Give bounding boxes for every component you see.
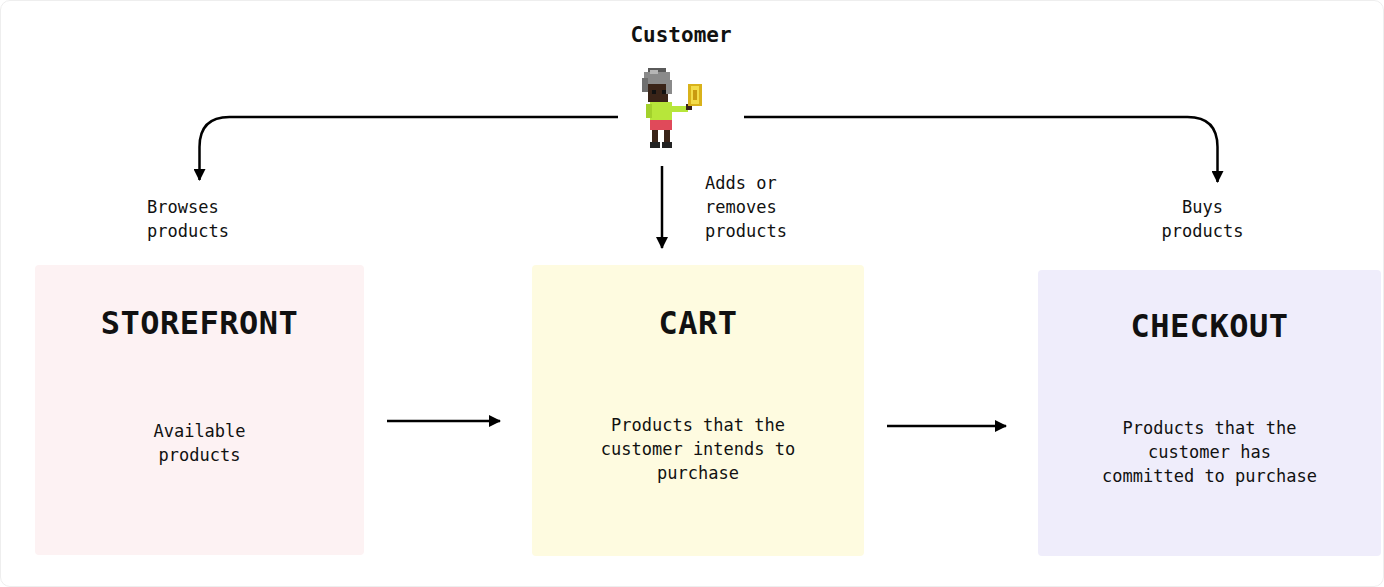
box-description: Available products — [135, 419, 265, 467]
action-label: Browses products — [147, 195, 247, 243]
box-description: Products that the customer intends to pu… — [591, 413, 806, 485]
flow-arrow — [387, 420, 500, 423]
action-label: Buys products — [1155, 195, 1250, 243]
flow-arrow — [887, 425, 1006, 428]
storefront-box: STOREFRONT Available products — [35, 265, 364, 555]
box-heading: CART — [532, 305, 864, 341]
customer-figure — [642, 68, 702, 148]
box-description: Products that the customer has committed… — [1097, 416, 1322, 488]
checkout-box: CHECKOUT Products that the customer has c… — [1038, 270, 1381, 556]
action-label: Adds or removes products — [705, 171, 795, 243]
cart-box: CART Products that the customer intends t… — [532, 265, 864, 556]
box-heading: STOREFRONT — [35, 305, 364, 341]
box-heading: CHECKOUT — [1038, 308, 1381, 344]
flow-arrow — [744, 117, 1218, 182]
flow-arrow — [200, 117, 619, 180]
customer-actor: Customer — [616, 22, 746, 158]
actor-name: Customer — [616, 22, 746, 48]
flow-arrow — [661, 166, 664, 248]
